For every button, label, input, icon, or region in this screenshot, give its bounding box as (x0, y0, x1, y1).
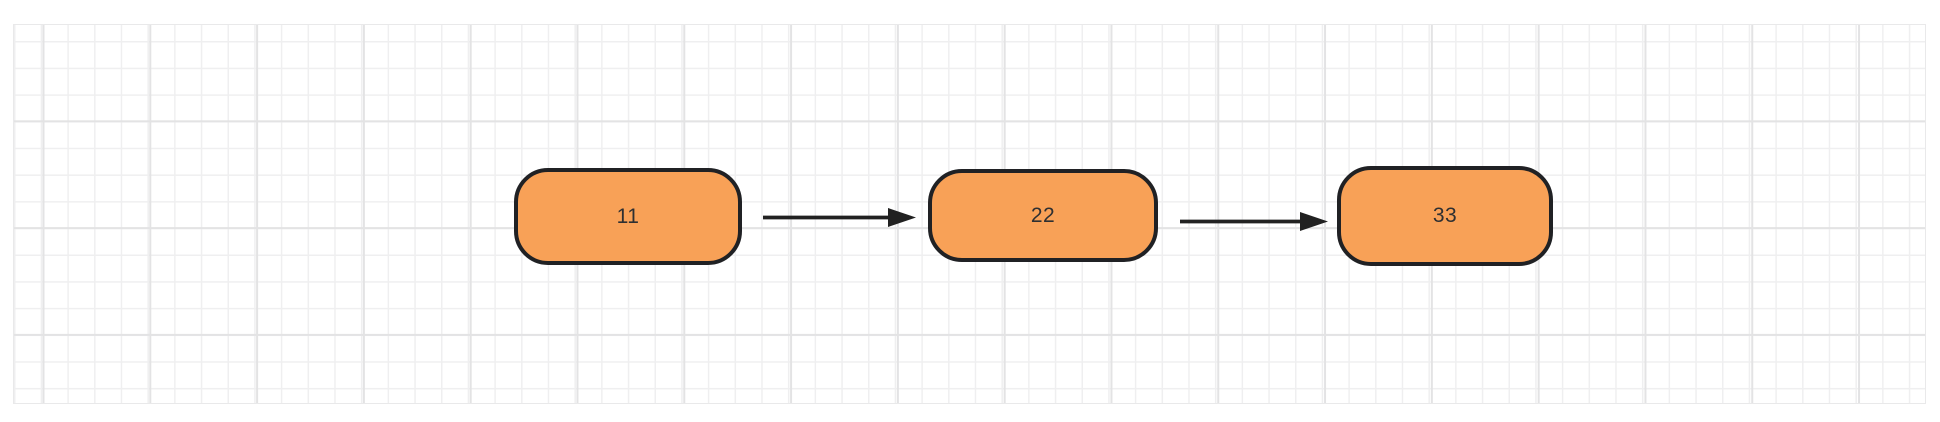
node-11[interactable]: 11 (514, 168, 742, 265)
node-22[interactable]: 22 (928, 169, 1158, 262)
node-label: 33 (1432, 204, 1458, 227)
node-label: 22 (1030, 203, 1056, 227)
node-33[interactable]: 33 (1337, 166, 1553, 266)
arrow-22-to-33[interactable] (1180, 212, 1328, 231)
arrow-11-to-22[interactable] (763, 208, 916, 227)
node-label: 11 (616, 204, 640, 228)
